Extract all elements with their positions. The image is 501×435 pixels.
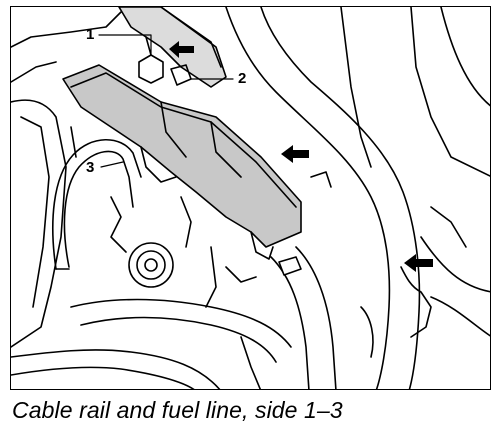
left-housing-inner: [20, 116, 50, 308]
arrow-middle-icon: [281, 145, 309, 163]
round-fitting-outer: [128, 242, 174, 288]
cable-rail: [62, 64, 302, 248]
leader-3: [100, 161, 124, 168]
arrow-bottom-icon: [404, 254, 433, 272]
arrow-top-icon: [169, 41, 194, 58]
diagram-frame: [10, 6, 491, 390]
engine-bay-drawing: [11, 7, 490, 389]
right-panel: [340, 7, 372, 168]
fuel-line: [63, 150, 134, 268]
figure-caption: Cable rail and fuel line, side 1–3: [12, 397, 343, 423]
lower-hose-2: [11, 349, 221, 389]
left-housing: [11, 99, 67, 348]
upper-hose: [225, 7, 391, 389]
callout-1: 1: [86, 26, 95, 43]
hose-clip: [278, 256, 302, 276]
lower-hose-1: [70, 298, 292, 348]
upper-bracket: [11, 11, 122, 83]
callout-2: 2: [238, 70, 247, 87]
connector-top: [138, 54, 164, 84]
leader-1: [98, 34, 152, 56]
callout-3: 3: [86, 159, 95, 176]
